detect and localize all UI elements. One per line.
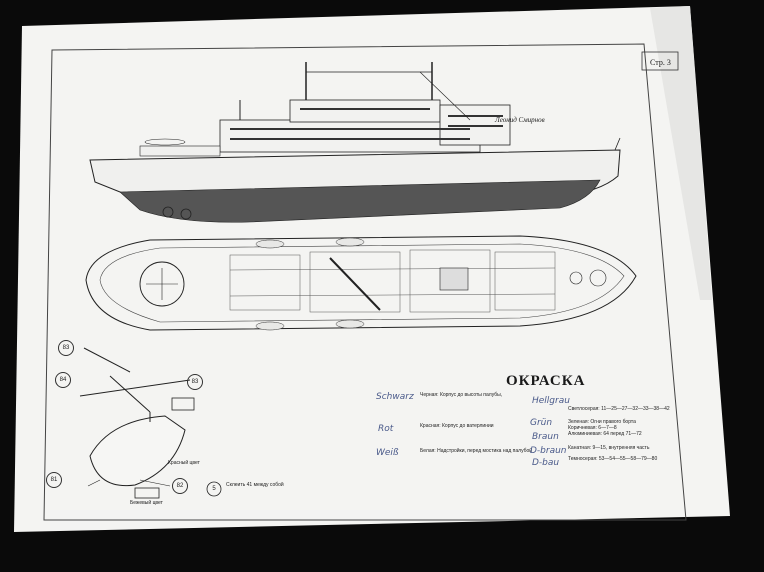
callout-82: 82 <box>172 478 188 494</box>
handwritten-braun: Braun <box>532 432 559 442</box>
note-red-color: Красный цвет <box>168 460 200 466</box>
ship-name-label: Леонид Смирнов <box>495 116 545 124</box>
drawing-frame <box>43 43 687 521</box>
note-glue-instruction: Склеить 41 между собой <box>226 482 284 488</box>
callout-84: 84 <box>55 372 71 388</box>
helicopter-detail <box>79 347 195 499</box>
legend-darkgray: Темносерая: 53—54—55—58—79—80 <box>568 456 658 462</box>
legend-white: Белая: Надстройки, перед мостика над пал… <box>420 448 533 454</box>
callout-83-top: 83 <box>58 340 74 356</box>
handwritten-dbau: D-bau <box>532 458 560 468</box>
handwritten-rot: Rot <box>378 424 394 434</box>
handwritten-gruen: Grün <box>530 418 553 428</box>
legend-brown: Коричневая: 6—7—8 <box>568 425 617 431</box>
legend-red: Красная: Корпус до ватерлинии <box>420 423 494 429</box>
legend-aluminum: Алюминиевая: 64 перед 71—72 <box>568 431 642 437</box>
legend-green: Зеленая: Огни правого борта <box>568 419 636 425</box>
ship-top-view <box>85 235 637 331</box>
legend-lightgray: Светлосерая: 11—25—27—32—33—38—42 <box>568 406 670 412</box>
painting-title: ОКРАСКА <box>506 373 586 389</box>
callout-83-right: 83 <box>187 374 203 390</box>
handwritten-weiss: Weiß <box>376 448 399 458</box>
handwritten-schwarz: Schwarz <box>376 392 414 402</box>
legend-black: Черная: Корпус до высоты палубы, <box>420 392 503 398</box>
ship-side-view <box>89 62 621 223</box>
handwritten-hellgrau: Hellgrau <box>532 396 570 406</box>
page-label: Стр. 3 <box>650 58 671 67</box>
callout-81: 81 <box>46 472 62 488</box>
handwritten-dbraun: D-braun <box>530 446 567 456</box>
note-beige-color: Бежевый цвет <box>130 500 163 506</box>
note-number-5: 5 <box>212 486 216 492</box>
legend-rope: Канатная: 9—15, внутренняя часть <box>568 445 650 451</box>
